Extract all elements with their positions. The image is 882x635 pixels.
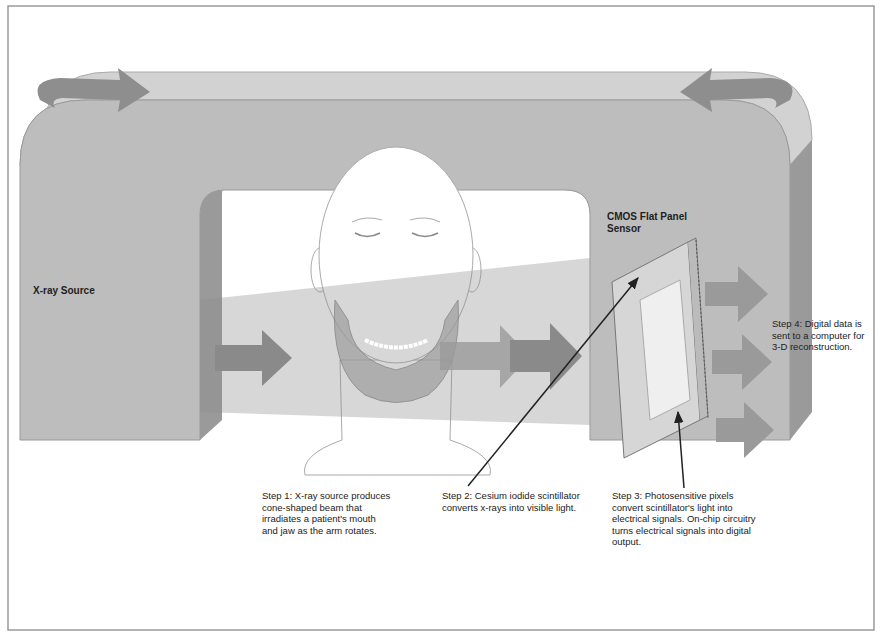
leader-line: [678, 412, 684, 488]
step-note: Step 2: Cesium iodide scintillator conve…: [442, 490, 592, 513]
step-note: Step 4: Digital data is sent to a comput…: [772, 318, 874, 353]
rotation-arrow: [680, 68, 793, 112]
rotation-arrow: [38, 68, 151, 112]
sensor-label: CMOS Flat Panel Sensor: [604, 208, 694, 238]
xray-source: X-ray Source: [30, 282, 190, 300]
part-name: X-ray Source: [33, 285, 187, 297]
output-arrow: [705, 266, 768, 322]
flat-panel-sensor: [612, 238, 708, 458]
teeth: [365, 340, 428, 348]
frame: [8, 6, 874, 630]
leader-line: [468, 278, 638, 486]
arm-side: [790, 140, 812, 440]
step-note: Step 1: X-ray source produces cone-shape…: [262, 490, 394, 536]
jaw-bone: [334, 300, 458, 403]
beam-arrow: [215, 330, 292, 386]
part-name: CMOS Flat Panel Sensor: [607, 211, 691, 235]
step-note: Step 3: Photosensitive pixels convert sc…: [612, 490, 764, 548]
output-arrow: [716, 402, 774, 458]
output-arrow: [712, 334, 772, 390]
beam-arrow: [510, 323, 582, 390]
cone-beam: [200, 258, 590, 425]
